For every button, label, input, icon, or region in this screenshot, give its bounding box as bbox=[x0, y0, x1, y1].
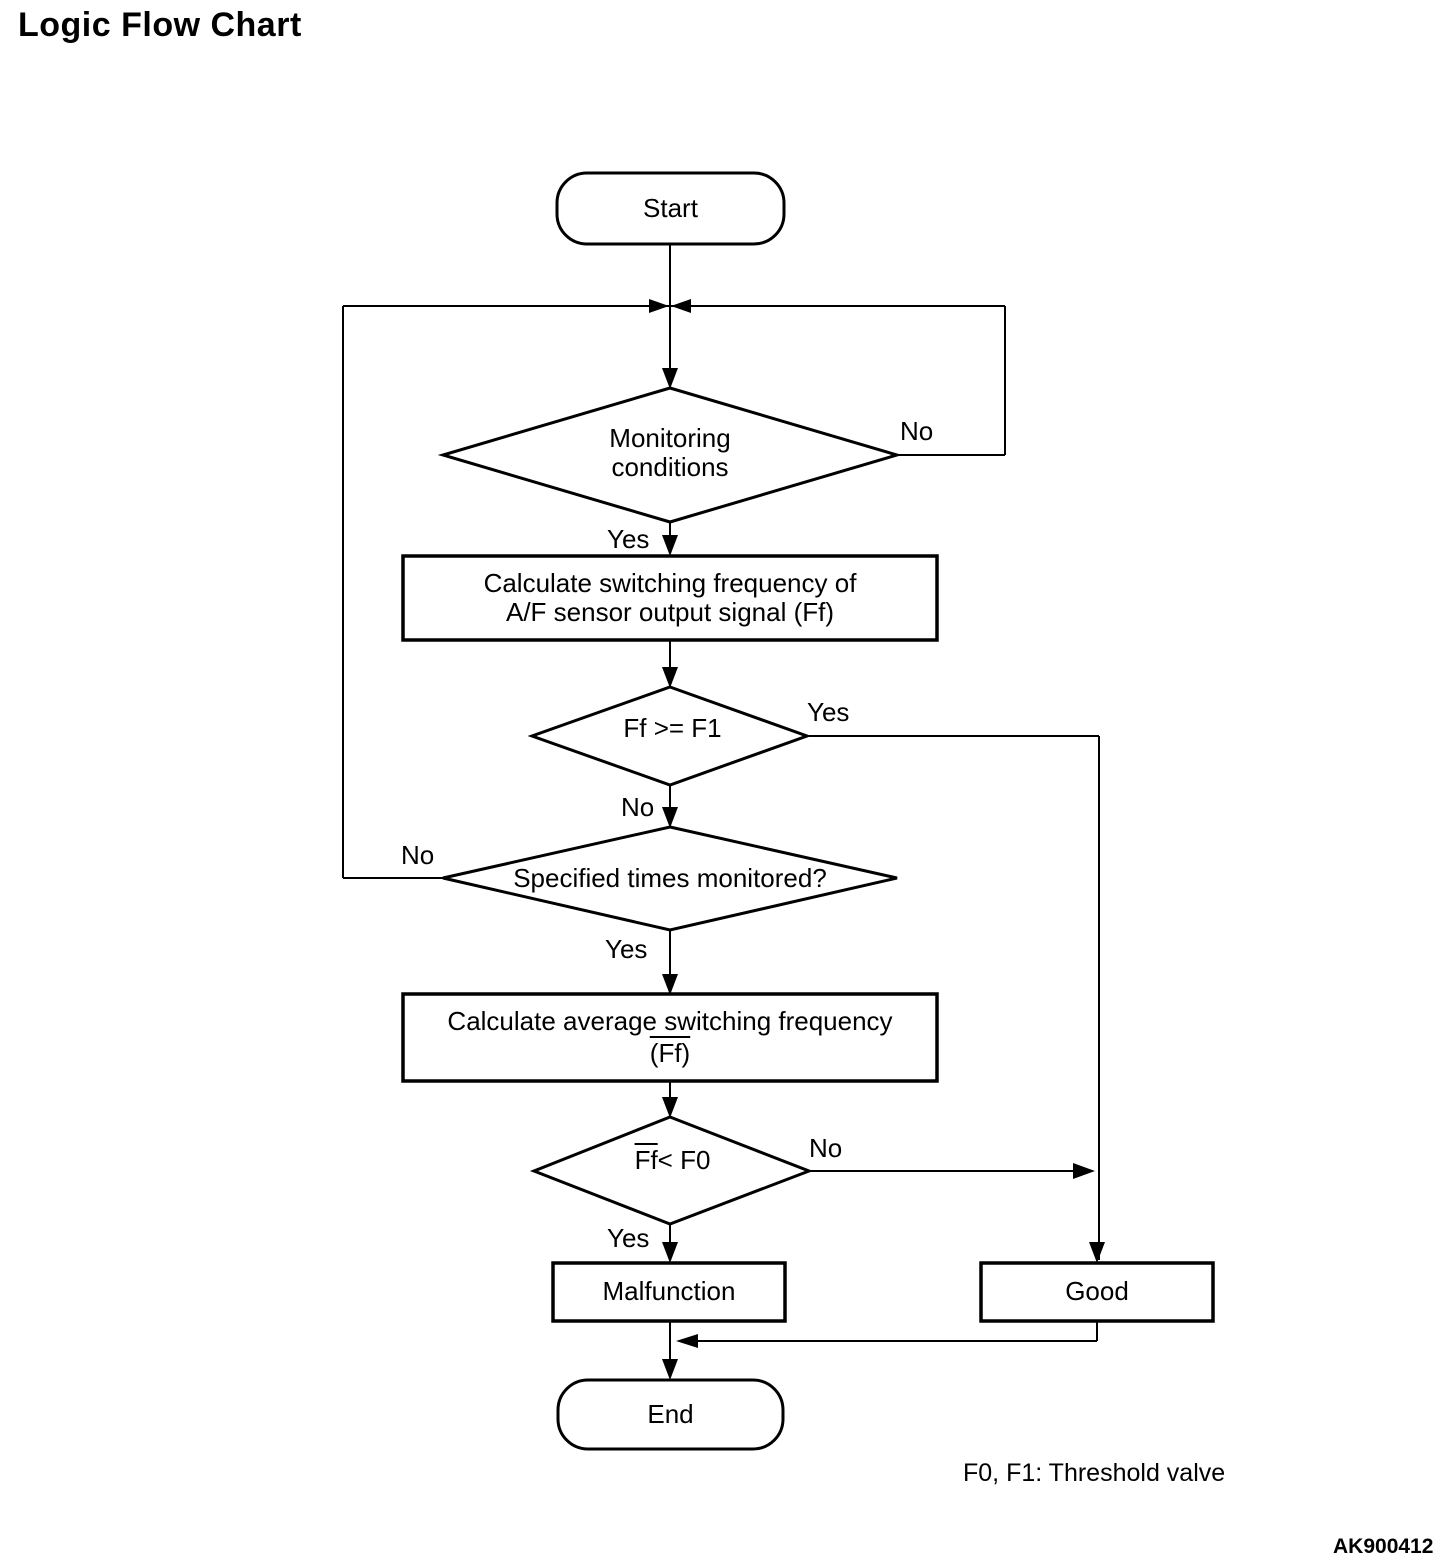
specified-times-decision-shape bbox=[442, 825, 898, 932]
good-shape bbox=[979, 1261, 1215, 1323]
arrowhead-into-fflt-icon bbox=[662, 1097, 678, 1118]
fflt-decision-label: Ff < F0 bbox=[520, 1145, 825, 1175]
ffge-no-branch-label: No bbox=[621, 792, 655, 822]
monitoring-no-branch-label: No bbox=[900, 416, 934, 446]
arrowhead-into-ffge-icon bbox=[662, 667, 678, 688]
arrowhead-into-avg-icon bbox=[662, 974, 678, 995]
fflt-label-overlined: Ff bbox=[634, 1145, 658, 1175]
fflt-label-rest: < F0 bbox=[657, 1145, 711, 1175]
specified-times-yes-branch-label: Yes bbox=[605, 934, 648, 964]
monitoring-label-line1: Monitoring bbox=[609, 423, 731, 453]
calc-avg-freq-shape bbox=[401, 992, 939, 1083]
calc-avg-line1: Calculate average switching frequency bbox=[447, 1005, 893, 1036]
monitoring-decision-label: Monitoring conditions bbox=[520, 423, 820, 483]
monitoring-yes-branch-label: Yes bbox=[607, 524, 650, 554]
ffge-yes-branch-label: Yes bbox=[807, 697, 850, 727]
monitoring-label-line2: conditions bbox=[611, 452, 729, 483]
page-title: Logic Flow Chart bbox=[18, 6, 302, 44]
arrowhead-into-specified-icon bbox=[662, 807, 678, 828]
monitoring-decision-shape bbox=[437, 386, 903, 524]
calc-avg-line2-overlined: (Ff) bbox=[649, 1037, 691, 1068]
end-terminator-shape bbox=[556, 1378, 785, 1451]
calc-switching-line2: A/F sensor output signal (Ff) bbox=[505, 597, 835, 627]
fflt-decision-shape bbox=[529, 1115, 814, 1226]
specified-times-decision-label: Specified times monitored? bbox=[513, 863, 827, 893]
arrowhead-into-monitoring-icon bbox=[662, 368, 678, 389]
node-shapes bbox=[401, 171, 1215, 1451]
fflt-yes-branch-label: Yes bbox=[607, 1223, 650, 1253]
arrowhead-into-end-icon bbox=[662, 1359, 678, 1380]
start-terminator-shape bbox=[555, 171, 786, 246]
end-node-label: End bbox=[647, 1398, 694, 1429]
arrowheads bbox=[649, 299, 1105, 1380]
arrowhead-into-malfunction-icon bbox=[662, 1242, 678, 1263]
arrowhead-junction-from-right-icon bbox=[671, 299, 691, 313]
arrowhead-good-merge-icon bbox=[676, 1334, 698, 1348]
malfunction-node-label: Malfunction bbox=[602, 1276, 736, 1307]
malfunction-shape bbox=[551, 1261, 787, 1323]
calc-switching-freq-shape bbox=[401, 554, 939, 642]
connectors bbox=[342, 244, 1100, 1377]
figure-code: AK900412 bbox=[1333, 1535, 1434, 1558]
arrowhead-into-calc-icon bbox=[662, 535, 678, 556]
specified-times-no-branch-label: No bbox=[401, 840, 435, 870]
arrowhead-into-good-icon bbox=[1089, 1242, 1105, 1263]
fflt-no-branch-label: No bbox=[809, 1133, 843, 1163]
arrowhead-fflt-no-icon bbox=[1073, 1163, 1095, 1179]
start-node-label: Start bbox=[643, 192, 698, 223]
ffge-decision-shape bbox=[527, 685, 812, 787]
good-node-label: Good bbox=[1065, 1276, 1129, 1307]
arrowhead-junction-from-left-icon bbox=[649, 299, 669, 313]
calc-switching-line1: Calculate switching frequency of bbox=[483, 567, 857, 598]
calc-avg-freq-label: Calculate average switching frequency (F… bbox=[403, 994, 937, 1081]
ffge-decision-label: Ff >= F1 bbox=[623, 713, 722, 743]
threshold-note: F0, F1: Threshold valve bbox=[963, 1459, 1226, 1487]
calc-switching-freq-label: Calculate switching frequency of A/F sen… bbox=[403, 556, 937, 640]
